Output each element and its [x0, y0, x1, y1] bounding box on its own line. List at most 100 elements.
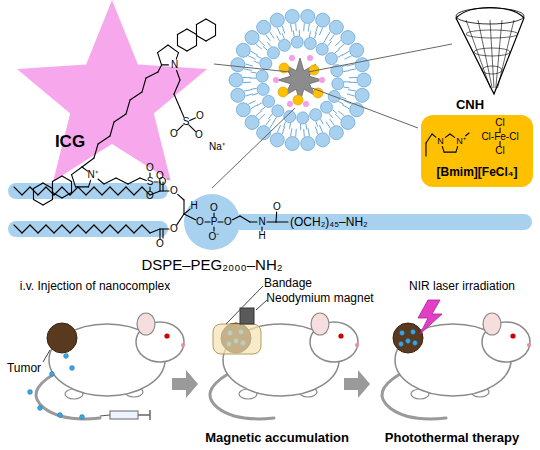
lipid-head-bead	[231, 58, 245, 72]
drawing-part	[456, 8, 524, 95]
ionic-liquid-dot	[278, 87, 288, 97]
component-label: CNH	[456, 98, 484, 111]
bond-line	[88, 180, 90, 187]
bond-line	[33, 189, 34, 200]
bond-line	[158, 53, 162, 65]
lipid-tail	[248, 101, 255, 104]
leader-line	[226, 286, 263, 324]
ionic-liquid-dot	[313, 88, 323, 98]
lipid-tail	[282, 26, 284, 34]
bond-line	[126, 100, 130, 114]
bond-line	[134, 225, 142, 233]
nanocomplex-dot	[28, 390, 33, 395]
lipid-tail	[303, 129, 305, 137]
bond-line	[432, 134, 436, 137]
lipid-tail	[326, 32, 330, 39]
lipid-tail	[333, 110, 337, 114]
bond-line	[134, 187, 142, 195]
lipid-tail	[300, 124, 301, 130]
lipid-tail	[320, 119, 323, 124]
lipid-tail	[335, 114, 341, 120]
annotation: Tumor	[7, 362, 41, 374]
lipid-tail	[314, 33, 316, 39]
lipid-tail	[328, 41, 332, 46]
nanocomplex-dot	[411, 330, 416, 335]
lipid-tail	[303, 23, 305, 31]
lipid-tail	[259, 114, 265, 120]
bond-line	[140, 178, 146, 181]
lipid-tail	[248, 56, 255, 59]
bond-line	[98, 136, 110, 144]
lipid-tail	[338, 44, 344, 49]
nanocomplex-dot	[70, 366, 75, 371]
mouse-figure	[210, 313, 359, 419]
lipid-tail	[309, 31, 310, 37]
bond-line	[177, 46, 187, 52]
lipid-tail	[282, 127, 284, 135]
lipid-tail	[343, 87, 349, 89]
nanocomplex-dot	[80, 415, 85, 420]
dye-dot	[289, 55, 295, 61]
circle-shape	[184, 194, 240, 250]
nanocomplex-dot	[64, 354, 69, 359]
bond-line	[86, 187, 94, 195]
bond-line	[160, 190, 169, 191]
atom-symbol: O	[156, 171, 164, 181]
bond-line	[118, 225, 126, 233]
lipid-tail	[343, 71, 349, 72]
bond-line	[232, 216, 240, 220]
bond-line	[184, 214, 196, 220]
bond-line	[71, 182, 72, 193]
leader-line	[256, 300, 267, 310]
lipid-molecule	[8, 181, 532, 239]
bond-line	[76, 186, 89, 187]
bond-line	[110, 122, 114, 136]
dye-dot	[307, 55, 313, 61]
bond-line	[426, 134, 432, 143]
bond-line	[240, 216, 250, 222]
lipid-head-bead	[285, 137, 299, 151]
bond-line	[184, 209, 190, 214]
lipid-tail	[257, 103, 262, 106]
bond-line	[114, 114, 126, 122]
bond-line	[102, 225, 110, 233]
lipid-tail	[244, 90, 252, 92]
atom-symbol: N	[437, 136, 444, 145]
step-label: Photothermal therapy	[385, 431, 519, 444]
lipid-tail	[344, 56, 351, 59]
atom-symbol: O	[156, 239, 164, 249]
dye-dot	[319, 77, 325, 83]
lipid-head-bead	[256, 70, 268, 82]
lipid-tail	[326, 122, 330, 129]
bond-line	[213, 227, 214, 231]
bond-line	[158, 45, 168, 53]
bond-line	[52, 176, 62, 182]
lipid-head-bead	[321, 101, 333, 113]
lipid-tail	[270, 32, 274, 39]
bond-line	[276, 221, 288, 222]
bond-line	[52, 189, 53, 200]
ionic-liquid-box: [Bmim][FeCl₄]NN⁺ClCl-Fe-ClCl	[420, 114, 534, 188]
bond-line	[118, 187, 126, 195]
bond-line	[62, 176, 72, 182]
bond-line	[110, 187, 118, 195]
leader-line	[308, 44, 452, 72]
nanocomplex-dot	[400, 331, 405, 336]
lipid-tail	[260, 107, 265, 111]
drawing-part	[181, 343, 185, 347]
bond-line	[275, 212, 277, 222]
component-label: [Bmim][FeCl₄]	[436, 166, 517, 178]
box-shape	[421, 115, 533, 187]
lipid-tail	[251, 88, 257, 89]
drawing-part	[138, 414, 150, 416]
mouse-figure	[36, 313, 185, 419]
lipid-tail	[299, 30, 300, 36]
drawing-part	[137, 313, 155, 335]
bond-line	[425, 143, 426, 156]
annotation: Neodymium magnet	[266, 292, 373, 304]
bond-line	[178, 194, 184, 200]
bond-line	[116, 178, 128, 184]
drawing-part	[466, 30, 518, 38]
bond-line	[196, 36, 206, 42]
mouse-figure	[382, 313, 531, 419]
